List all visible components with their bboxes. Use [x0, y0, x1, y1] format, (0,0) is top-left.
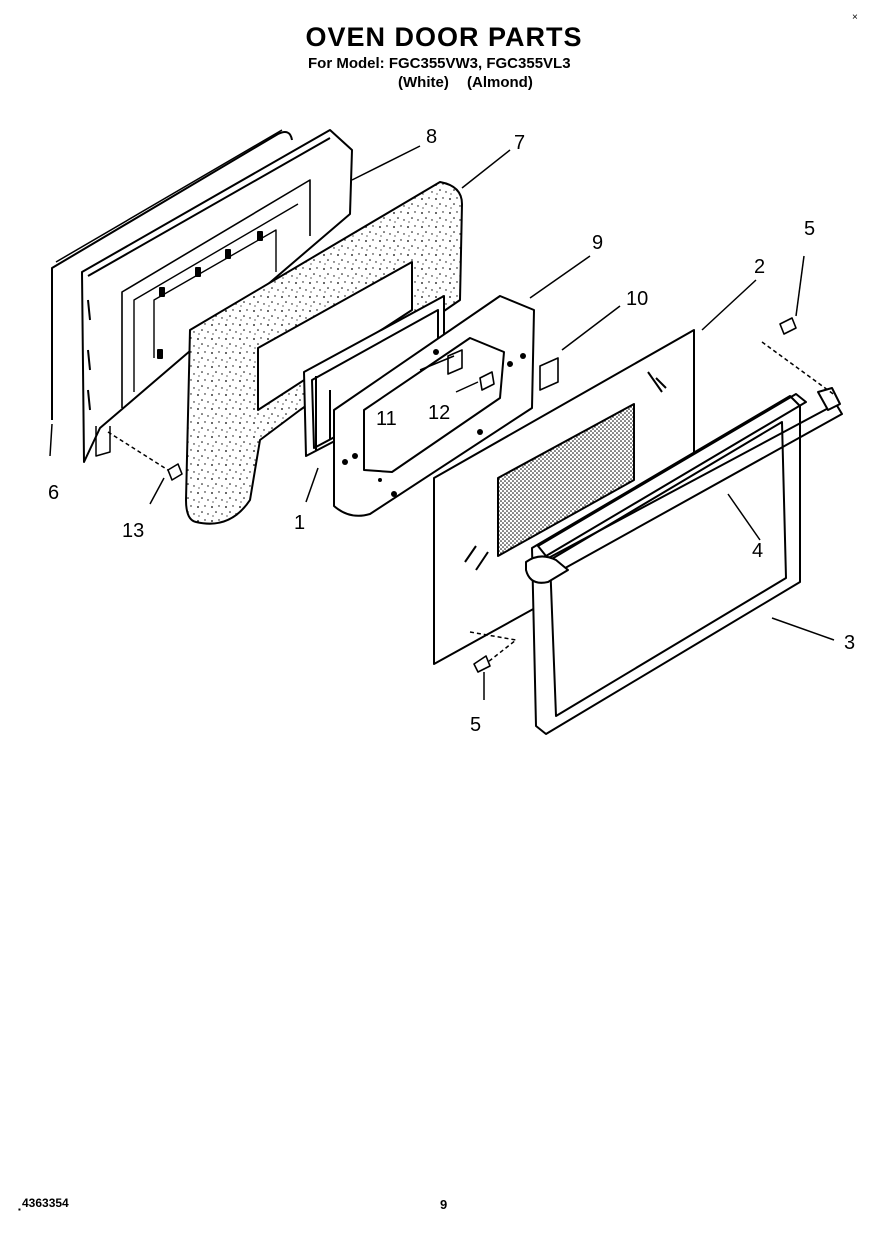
callout-8: 8 [426, 126, 438, 148]
clip [447, 349, 463, 375]
callout-7: 7 [514, 132, 526, 154]
screw-bottom [473, 655, 491, 673]
corner-mark: × [852, 12, 858, 23]
inner-door-liner [81, 129, 353, 463]
callout-1: 1 [294, 512, 306, 534]
color-variants: (White) (Almond) [398, 74, 533, 91]
callout-5-bottom: 5 [470, 714, 482, 736]
page-title: OVEN DOOR PARTS [305, 22, 583, 52]
callout-2: 2 [754, 256, 766, 278]
bottom-mark: ▪ [18, 1205, 21, 1214]
screw [479, 371, 495, 391]
inner-door-panel [333, 295, 535, 517]
variant-almond: (Almond) [467, 74, 533, 91]
callout-3: 3 [844, 632, 856, 654]
page-number: 9 [440, 1197, 448, 1212]
screw-top [779, 317, 797, 335]
callout-10: 10 [626, 288, 649, 310]
document-number: 4363354 [22, 1196, 69, 1210]
bracket [539, 357, 559, 391]
callout-11: 11 [376, 408, 397, 430]
outer-door-glass [433, 329, 695, 665]
callout-4: 4 [752, 540, 764, 562]
door-trim-frame [525, 387, 843, 735]
callout-5-top: 5 [804, 218, 816, 240]
variant-white: (White) [398, 74, 449, 91]
callout-12: 12 [428, 402, 451, 424]
door-gasket [51, 131, 293, 420]
callout-13: 13 [122, 520, 145, 542]
callout-9: 9 [592, 232, 604, 254]
model-line: For Model: FGC355VW3, FGC355VL3 [308, 55, 571, 72]
callout-6: 6 [48, 482, 60, 504]
